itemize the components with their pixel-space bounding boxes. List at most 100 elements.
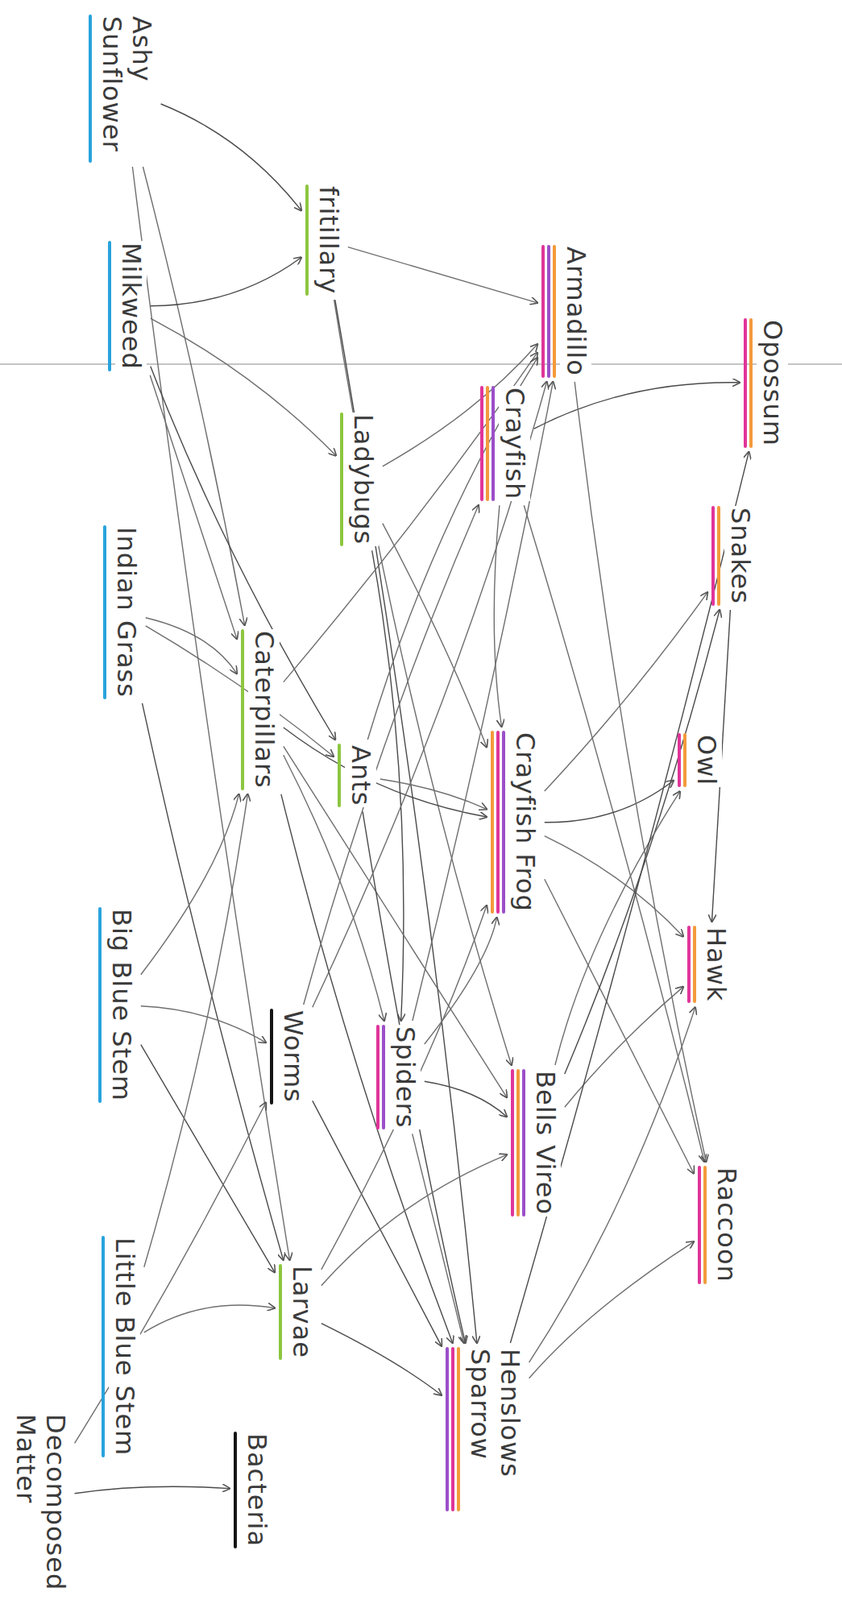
feeding-arrow — [424, 1081, 507, 1117]
species-node: Owl — [677, 733, 722, 788]
feeding-arrow — [534, 382, 740, 429]
species-node: Henslows Sparrow — [445, 1347, 526, 1512]
feeding-arrow — [145, 626, 334, 757]
feeding-arrow — [555, 791, 681, 1066]
label-group: Crayfish Frog — [509, 730, 541, 914]
color-stripes — [743, 318, 753, 448]
species-label: Ashy Sunflower — [95, 14, 158, 163]
color-stripes — [103, 525, 107, 700]
species-label: Armadillo — [559, 244, 592, 378]
species-node: Hawk — [687, 925, 732, 1004]
color-stripe — [692, 925, 697, 1004]
color-stripe — [683, 733, 687, 788]
label-group: Ladybugs — [347, 412, 379, 547]
label-group: Little Blue Stem — [108, 1236, 141, 1458]
color-stripes — [490, 730, 506, 914]
label-group: Worms — [277, 1008, 309, 1105]
species-node: Ladybugs — [340, 412, 379, 547]
species-node: Spiders — [376, 1024, 421, 1130]
color-stripe — [516, 1069, 520, 1217]
color-stripe — [510, 1069, 515, 1217]
feeding-arrow — [283, 727, 487, 818]
label-group: fritillary — [312, 184, 345, 296]
label-group: Raccoon — [710, 1165, 743, 1285]
feeding-arrow — [564, 609, 720, 1075]
color-stripe — [98, 907, 102, 1104]
color-stripes — [677, 733, 687, 788]
label-group: Opossum — [756, 318, 789, 448]
feeding-arrow — [74, 1486, 230, 1494]
color-stripes — [98, 907, 102, 1104]
color-stripes — [278, 1264, 283, 1361]
color-stripe — [456, 1347, 461, 1512]
feeding-arrow — [161, 103, 302, 211]
species-node: Bacteria — [233, 1431, 273, 1549]
species-node: Little Blue Stem — [101, 1236, 141, 1458]
label-group: Larvae — [286, 1264, 318, 1361]
color-stripe — [677, 733, 681, 788]
color-stripes — [445, 1347, 461, 1512]
feeding-arrow — [382, 523, 487, 748]
feeding-arrow — [335, 299, 477, 1344]
label-group: Indian Grass — [110, 525, 142, 700]
species-node: Armadillo — [541, 244, 592, 378]
species-label: Worms — [277, 1008, 309, 1105]
color-stripes — [687, 925, 697, 1004]
species-label: Crayfish Frog — [509, 730, 541, 914]
label-group: Ants — [344, 743, 377, 808]
color-stripes — [510, 1069, 526, 1217]
color-stripe — [103, 525, 107, 700]
species-label: Crayfish — [498, 385, 531, 502]
species-label: fritillary — [312, 184, 345, 296]
feeding-arrow — [283, 352, 538, 683]
feeding-arrow — [380, 779, 487, 809]
color-stripe — [485, 385, 490, 502]
species-label: Raccoon — [710, 1165, 743, 1285]
color-stripes — [340, 412, 344, 547]
color-stripe — [240, 629, 245, 791]
feeding-arrow — [150, 257, 302, 307]
color-stripes — [101, 1236, 105, 1458]
feeding-arrow — [493, 505, 502, 727]
species-node: Ashy Sunflower — [88, 14, 158, 163]
label-group: Decomposed Matter — [9, 1412, 71, 1585]
label-group: Snakes — [724, 506, 756, 606]
color-stripe — [703, 1165, 707, 1285]
feeding-arrow — [144, 794, 249, 1268]
species-label: Bells Vireo — [529, 1069, 561, 1217]
color-stripe — [445, 1347, 449, 1512]
label-group: Armadillo — [559, 244, 592, 378]
color-stripe — [552, 244, 556, 378]
color-stripe — [88, 14, 92, 163]
color-stripe — [697, 1165, 701, 1285]
species-node: Snakes — [711, 506, 756, 606]
label-group: Ashy Sunflower — [95, 14, 158, 163]
feeding-arrow — [142, 166, 245, 626]
feeding-arrow — [334, 299, 512, 1066]
color-stripes — [337, 743, 341, 808]
species-label: Larvae — [286, 1264, 318, 1361]
color-stripes — [541, 244, 556, 378]
species-label: Spiders — [389, 1024, 421, 1130]
species-node: Crayfish Frog — [490, 730, 541, 914]
color-stripe — [490, 730, 494, 914]
species-node: Caterpillars — [240, 629, 280, 791]
color-stripes — [697, 1165, 707, 1285]
feeding-arrow — [529, 1007, 696, 1363]
species-node: Ants — [337, 743, 377, 808]
feeding-arrow — [144, 1305, 275, 1333]
color-stripe — [107, 240, 112, 372]
color-stripes — [233, 1431, 237, 1549]
species-label: Ants — [344, 743, 377, 808]
color-stripe — [451, 1347, 455, 1512]
label-group: Hawk — [700, 925, 732, 1004]
species-node: Larvae — [278, 1264, 318, 1361]
feeding-arrow — [510, 452, 749, 1344]
feeding-arrow — [412, 1133, 465, 1344]
color-stripe — [278, 1264, 283, 1361]
feeding-arrow — [544, 592, 708, 792]
species-node: Opossum — [743, 318, 789, 448]
species-label: Owl — [690, 733, 722, 788]
color-stripe — [340, 412, 344, 547]
